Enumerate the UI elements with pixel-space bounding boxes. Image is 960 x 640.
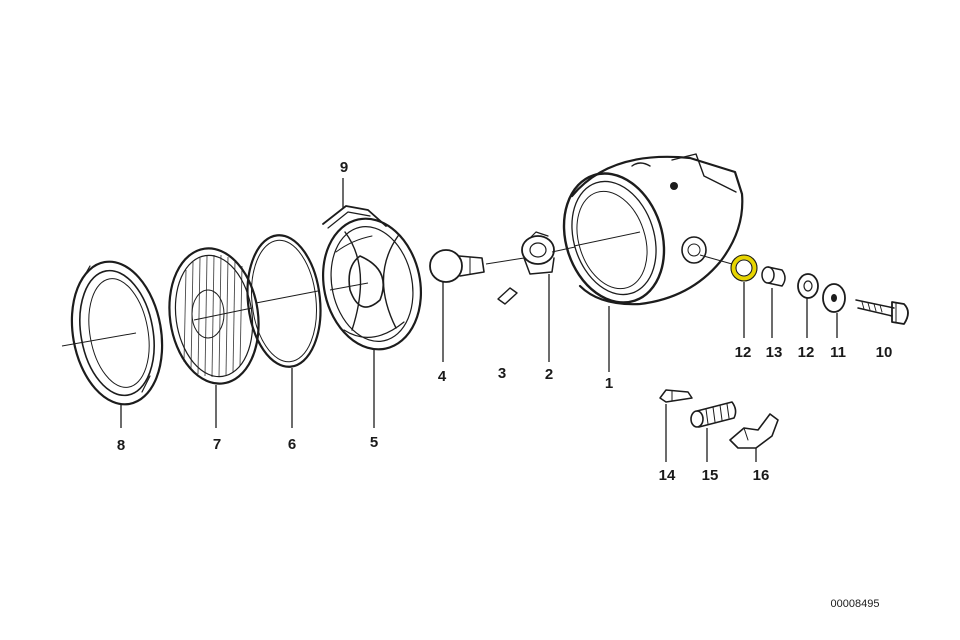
pin-part-14[interactable]: [659, 389, 693, 403]
label-part-7: 7: [213, 436, 221, 453]
threaded-sleeve-part-15[interactable]: [690, 401, 737, 428]
label-part-5: 5: [370, 434, 378, 451]
spring-clip-part-9[interactable]: [322, 205, 387, 229]
washer-part-12-highlighted[interactable]: [730, 254, 758, 282]
bolt-part-10[interactable]: [855, 299, 909, 325]
flat-washer-part-11[interactable]: [822, 283, 846, 313]
reflector-part-5[interactable]: [311, 209, 432, 358]
lens-part-7[interactable]: [161, 243, 267, 390]
label-part-8: 8: [117, 437, 125, 454]
label-part-12b: 12: [798, 344, 815, 361]
housing-part-1[interactable]: [548, 153, 744, 316]
label-part-6: 6: [288, 436, 296, 453]
bulb-socket-part-2[interactable]: [521, 231, 555, 275]
diagram-document-number: 00008495: [831, 598, 880, 610]
label-part-11: 11: [830, 344, 846, 361]
label-part-1: 1: [605, 375, 613, 392]
label-part-16: 16: [753, 467, 770, 484]
leader-lines: [120, 178, 838, 462]
label-part-2: 2: [545, 366, 553, 383]
label-part-9: 9: [340, 159, 348, 176]
seal-ring-part-6[interactable]: [241, 232, 326, 371]
bulb-part-4[interactable]: [429, 249, 485, 283]
trim-ring-part-8[interactable]: [61, 254, 173, 411]
label-part-15: 15: [702, 467, 719, 484]
label-part-3: 3: [498, 365, 506, 382]
bracket-part-16[interactable]: [729, 413, 779, 449]
label-part-14: 14: [659, 467, 676, 484]
label-part-4: 4: [438, 368, 447, 385]
part-labels: 8 7 6 5 9 4 3 2 1 12 13 12 11 10 14 15 1…: [117, 159, 893, 484]
washer-part-12[interactable]: [797, 273, 819, 299]
label-part-10: 10: [876, 344, 893, 361]
label-part-12a: 12: [735, 344, 752, 361]
label-part-13: 13: [766, 344, 783, 361]
assembly-axis: [61, 231, 733, 347]
spacer-sleeve-part-13[interactable]: [761, 266, 786, 287]
pin-part-3[interactable]: [497, 287, 518, 305]
